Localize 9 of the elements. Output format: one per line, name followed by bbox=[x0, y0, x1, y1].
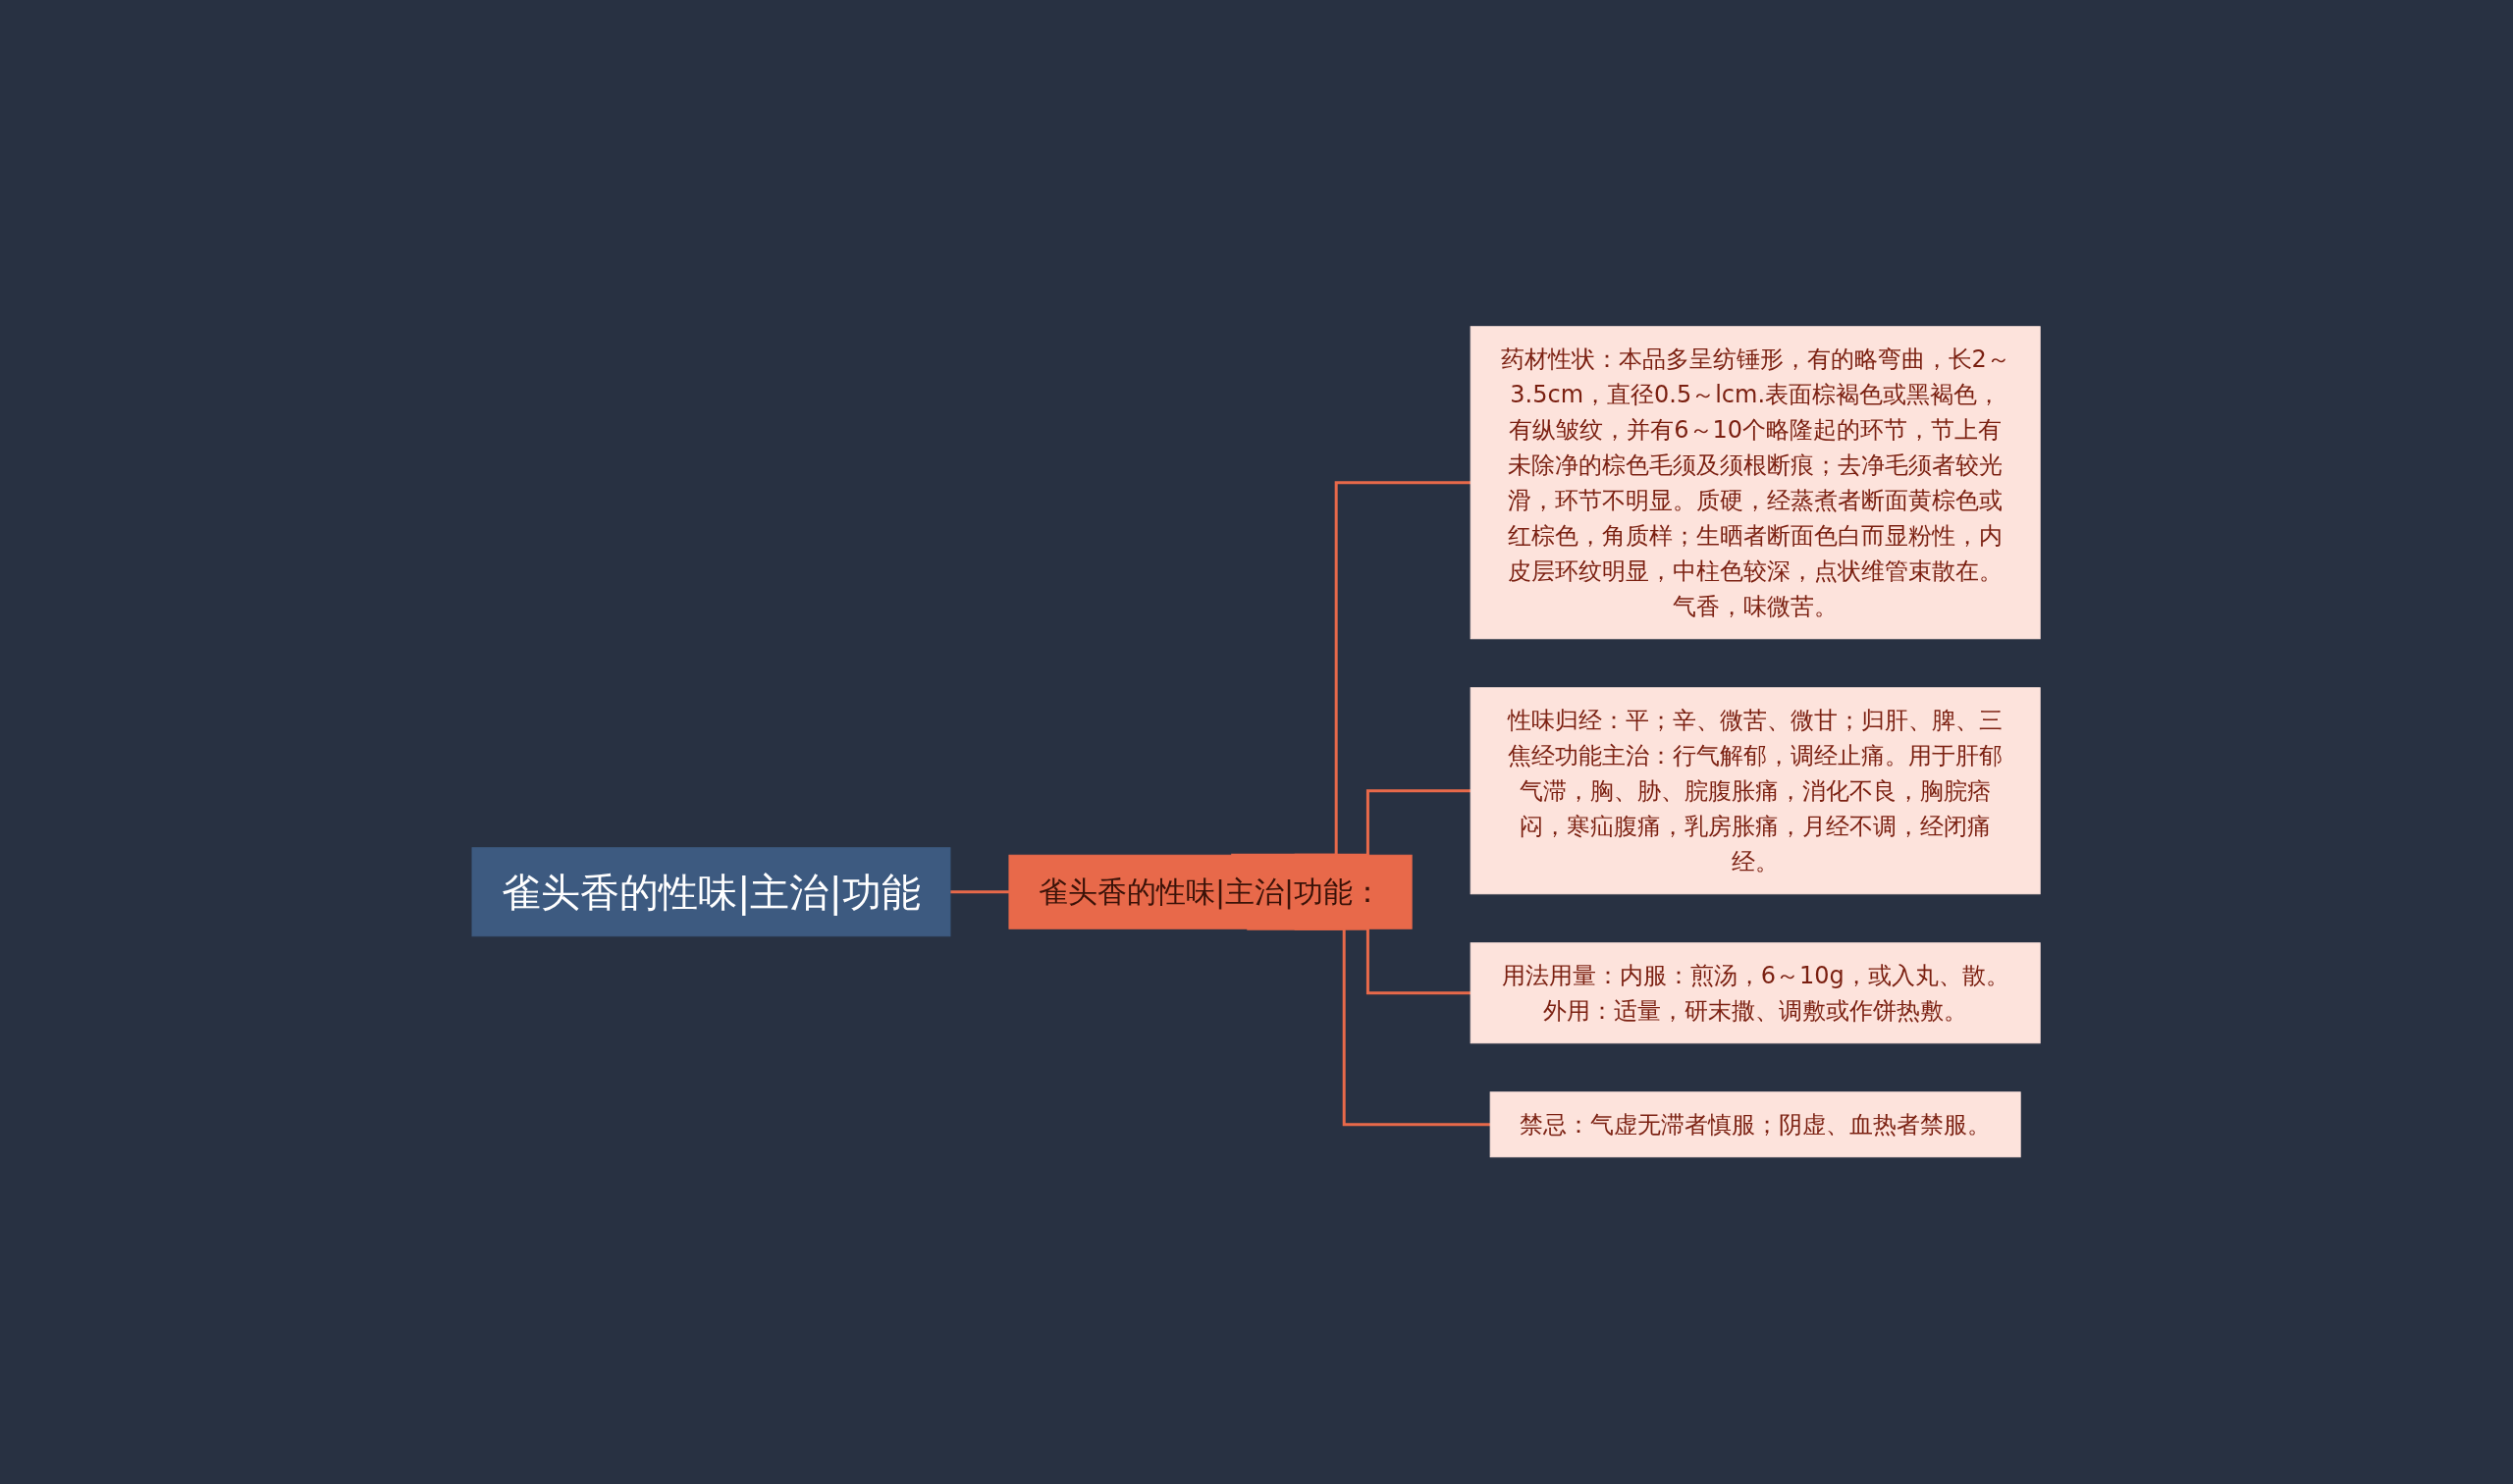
connector bbox=[950, 890, 1010, 894]
node-box: 用法用量：内服：煎汤，6～10g，或入丸、散。外用：适量，研末撒、调敷或作饼热敷。 bbox=[1470, 942, 2042, 1044]
connector bbox=[1295, 789, 1471, 857]
node-box: 禁忌：气虚无滞者慎服；阴虚、血热者禁服。 bbox=[1490, 1091, 2022, 1158]
connector bbox=[1231, 481, 1471, 857]
node-box: 性味归经：平；辛、微苦、微甘；归肝、脾、三焦经功能主治：行气解郁，调经止痛。用于肝郁气滞，胸、胁、脘腹胀痛，消化不良，胸脘痞闷，寒疝腹痛，乳房胀痛，月经不调，经闭痛经。 bbox=[1470, 687, 2042, 895]
node-box: 药材性状：本品多呈纺锤形，有的略弯曲，长2～3.5cm，直径0.5～lcm.表面棕褐色或黑褐色，有纵皱纹，并有6～10个略隆起的环节，节上有未除净的棕色毛须及须根断痕；去净毛须者较光滑，环节不明显。质硬，经蒸煮者断面黄棕色或红棕色，角质样；生晒者断面色白而显粉性，内皮层环纹明显，中柱色较深，点状维管束散在。气香，味微苦。 bbox=[1470, 326, 2042, 640]
node-box: 雀头香的性味|主治|功能 bbox=[471, 847, 951, 937]
node-box: 雀头香的性味|主治|功能： bbox=[1008, 855, 1414, 929]
